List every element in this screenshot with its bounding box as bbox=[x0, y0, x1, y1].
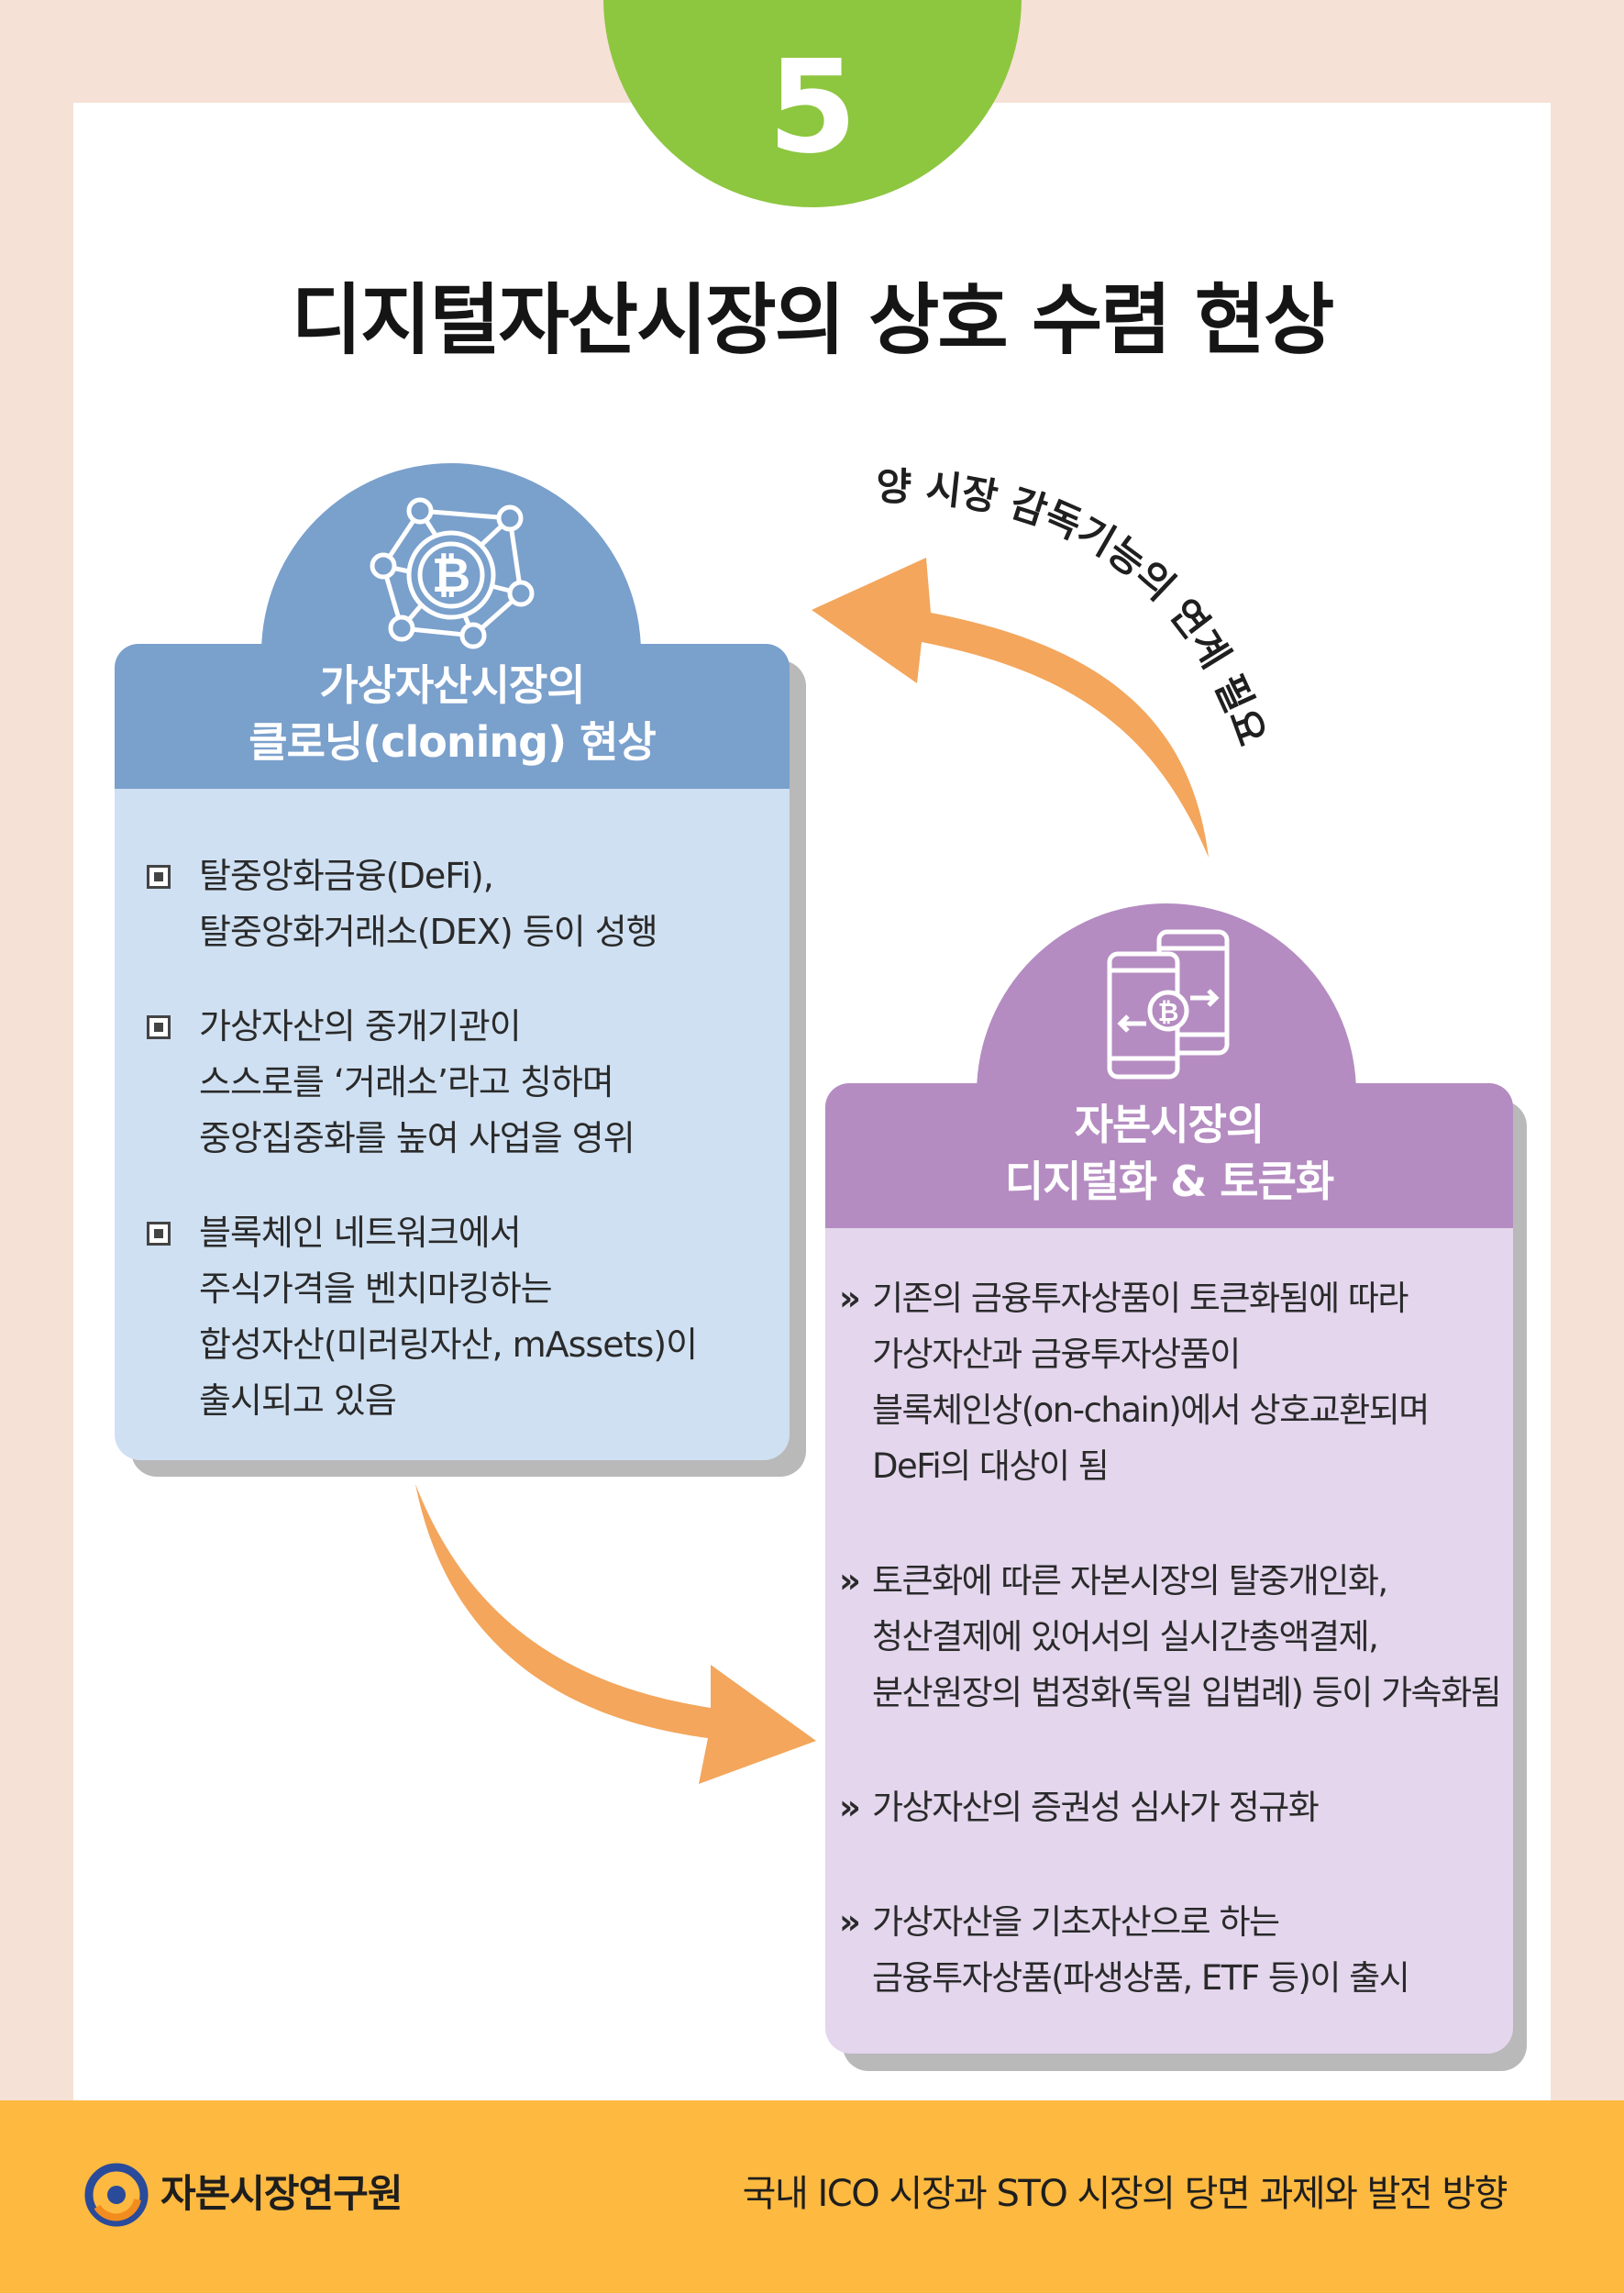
item-line: 가상자산과 금융투자상품이 bbox=[872, 1335, 1241, 1374]
square-bullet-icon bbox=[147, 1015, 171, 1039]
bitcoin-network-icon: ₿ bbox=[370, 497, 535, 649]
item-line: DeFi의 대상이 됨 bbox=[872, 1446, 1110, 1486]
chevron-bullet-icon: » bbox=[839, 1788, 861, 1827]
bullet-line: 출시되고 있음 bbox=[199, 1380, 397, 1421]
item-line: 분산원장의 법정화(독일 입법례) 등이 가속화됨 bbox=[872, 1673, 1502, 1712]
left-card-title-line1: 가상자산시장의 bbox=[319, 660, 585, 710]
bullet-line: 탈중앙화금융(DeFi), bbox=[199, 856, 494, 896]
bullet-line: 가상자산의 중개기관이 bbox=[199, 1006, 522, 1047]
left-bullet-list: 탈중앙화금융(DeFi), 탈중앙화거래소(DEX) 등이 성행 가상자산의 중… bbox=[142, 848, 784, 1468]
lower-curved-arrow bbox=[415, 1484, 816, 1784]
item-line: 청산결제에 있어서의 실시간총액결제, bbox=[872, 1617, 1379, 1656]
left-card-body bbox=[115, 789, 790, 1460]
org-name: 자본시장연구원 bbox=[160, 2171, 403, 2216]
page-title: 디지털자산시장의 상호 수렴 현상 bbox=[291, 275, 1335, 365]
item-line: 토큰화에 따른 자본시장의 탈중개인화, bbox=[872, 1561, 1388, 1601]
list-item: 탈중앙화금융(DeFi), 탈중앙화거래소(DEX) 등이 성행 bbox=[142, 848, 784, 960]
list-item: 가상자산의 중개기관이 스스로를 ‘거래소’라고 칭하며 중앙집중화를 높여 사… bbox=[142, 999, 784, 1167]
right-item-list: » 기존의 금융투자상품이 토큰화됨에 따라 가상자산과 금융투자상품이 블록체… bbox=[839, 1270, 1513, 2065]
svg-text:₿: ₿ bbox=[432, 548, 470, 604]
list-item: » 토큰화에 따른 자본시장의 탈중개인화, 청산결제에 있어서의 실시간총액결… bbox=[839, 1553, 1513, 1721]
bullet-line: 스스로를 ‘거래소’라고 칭하며 bbox=[199, 1062, 614, 1102]
bullet-line: 중앙집중화를 높여 사업을 영위 bbox=[199, 1118, 635, 1158]
bullet-line: 주식가격을 벤치마킹하는 bbox=[199, 1268, 553, 1309]
right-card-title-line2: 디지털화 & 토큰화 bbox=[1004, 1157, 1334, 1206]
upper-curved-arrow bbox=[812, 558, 1209, 858]
chevron-bullet-icon: » bbox=[839, 1902, 861, 1942]
left-card-title-line2: 클로닝(cloning) 현상 bbox=[249, 717, 657, 767]
list-item: » 기존의 금융투자상품이 토큰화됨에 따라 가상자산과 금융투자상품이 블록체… bbox=[839, 1270, 1513, 1494]
bullet-line: 합성자산(미러링자산, mAssets)이 bbox=[199, 1324, 698, 1365]
right-card-header: 자본시장의 디지털화 & 토큰화 bbox=[825, 1083, 1513, 1228]
kcmi-logo-icon bbox=[84, 2163, 149, 2227]
flow-graphic: 양 시장 감독기능의 연계 필요 bbox=[415, 464, 1275, 1784]
bullet-line: 탈중앙화거래소(DEX) 등이 성행 bbox=[199, 912, 658, 952]
square-bullet-icon bbox=[147, 1222, 171, 1246]
bullet-line: 블록체인 네트워크에서 bbox=[199, 1213, 522, 1253]
svg-text:₿: ₿ bbox=[1158, 997, 1179, 1027]
chevron-bullet-icon: » bbox=[839, 1561, 861, 1601]
item-line: 기존의 금융투자상품이 토큰화됨에 따라 bbox=[872, 1279, 1409, 1318]
right-card-body bbox=[825, 1228, 1513, 2054]
left-card-header: 가상자산시장의 클로닝(cloning) 현상 bbox=[115, 644, 790, 789]
right-card-title-line1: 자본시장의 bbox=[1074, 1100, 1265, 1149]
square-bullet-icon bbox=[147, 865, 171, 889]
item-line: 가상자산을 기초자산으로 하는 bbox=[872, 1902, 1280, 1942]
item-line: 블록체인상(on-chain)에서 상호교환되며 bbox=[872, 1390, 1430, 1430]
footer-bar bbox=[0, 2100, 1624, 2293]
phone-token-exchange-icon: ₿ bbox=[1107, 929, 1230, 1080]
section-number: 5 bbox=[768, 33, 857, 183]
report-title: 국내 ICO 시장과 STO 시장의 당면 과제와 발전 방향 bbox=[742, 2173, 1508, 2215]
list-item: 블록체인 네트워크에서 주식가격을 벤치마킹하는 합성자산(미러링자산, mAs… bbox=[142, 1205, 784, 1429]
list-item: » 가상자산을 기초자산으로 하는 금융투자상품(파생상품, ETF 등)이 출… bbox=[839, 1894, 1513, 2006]
item-line: 가상자산의 증권성 심사가 정규화 bbox=[872, 1788, 1320, 1827]
curve-label-text: 양 시장 감독기능의 연계 필요 bbox=[876, 464, 1275, 752]
curve-label: 양 시장 감독기능의 연계 필요 bbox=[876, 464, 1275, 752]
chevron-bullet-icon: » bbox=[839, 1279, 861, 1318]
item-line: 금융투자상품(파생상품, ETF 등)이 출시 bbox=[872, 1958, 1410, 1998]
list-item: » 가상자산의 증권성 심사가 정규화 bbox=[839, 1779, 1513, 1835]
